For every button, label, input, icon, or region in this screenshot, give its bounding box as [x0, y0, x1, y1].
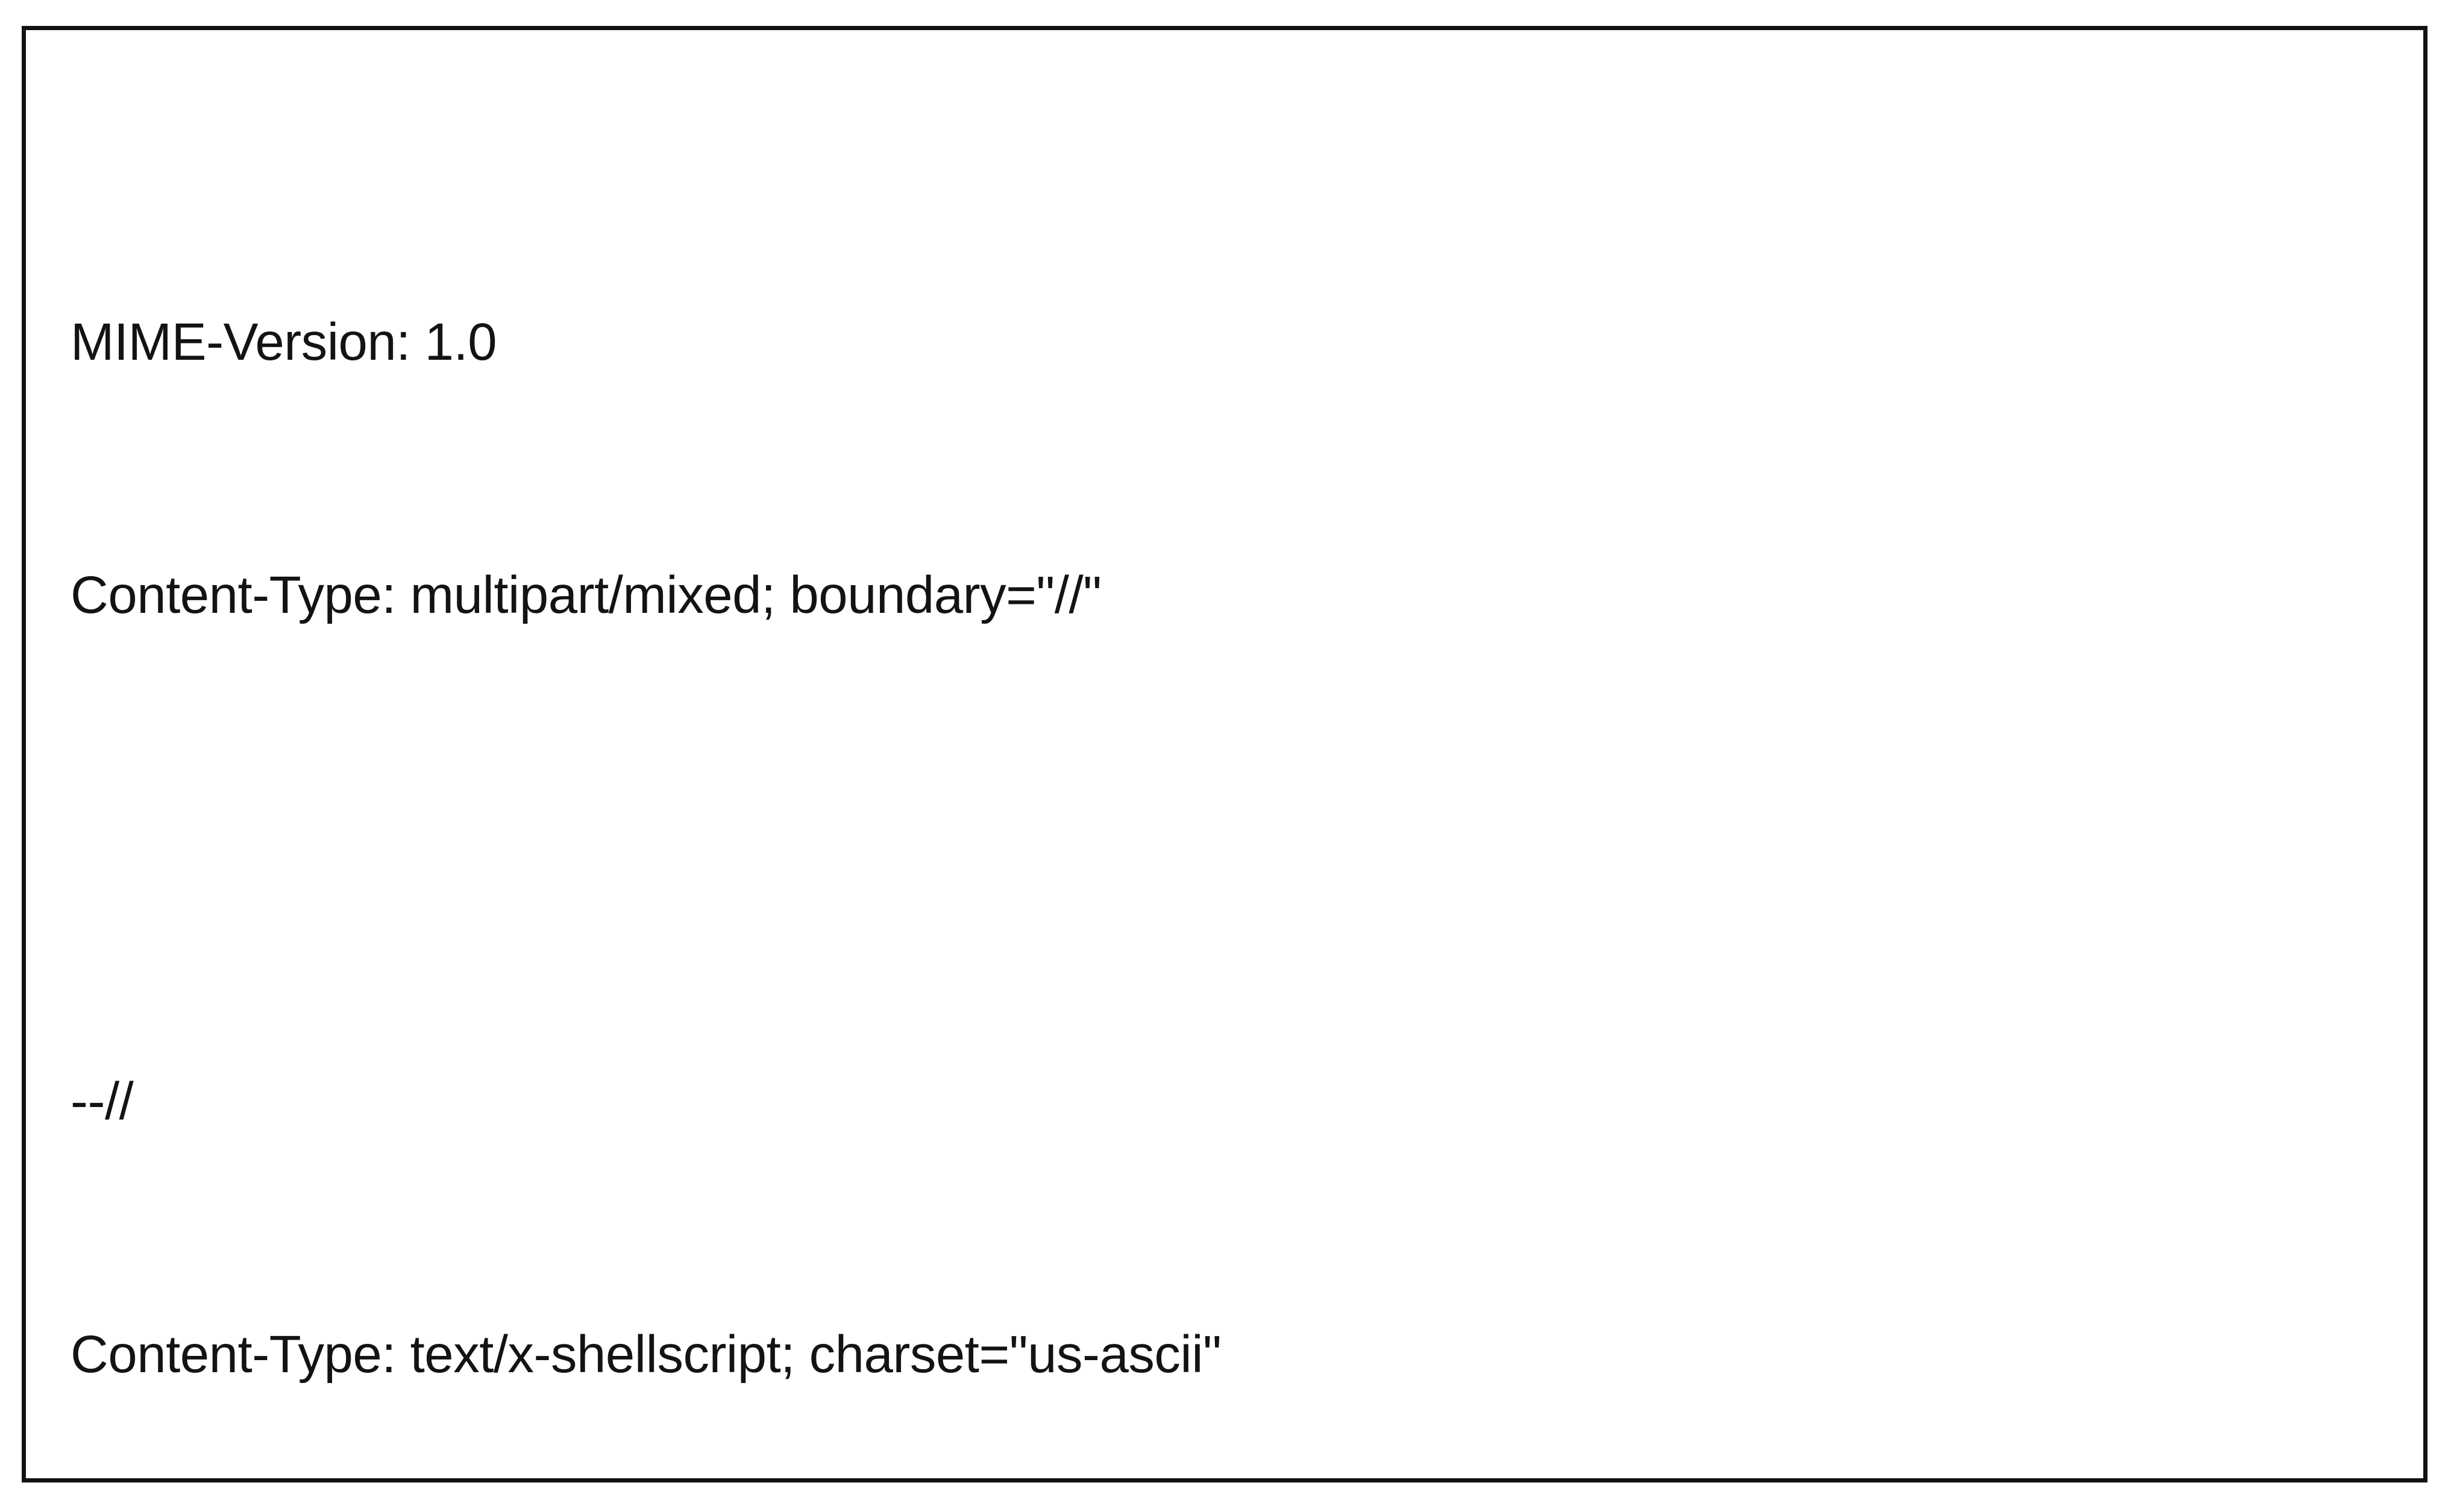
code-line-blank [71, 806, 2417, 891]
user-data-text-content: MIME-Version: 1.0 Content-Type: multipar… [71, 47, 2417, 1512]
user-data-code-box: MIME-Version: 1.0 Content-Type: multipar… [22, 26, 2427, 1482]
code-line-content-type-part: Content-Type: text/x-shellscript; charse… [71, 1325, 1222, 1384]
code-line-boundary-open: --// [71, 1072, 134, 1131]
code-line-mime-version: MIME-Version: 1.0 [71, 313, 497, 371]
code-line-content-type-top: Content-Type: multipart/mixed; boundary=… [71, 566, 1102, 624]
